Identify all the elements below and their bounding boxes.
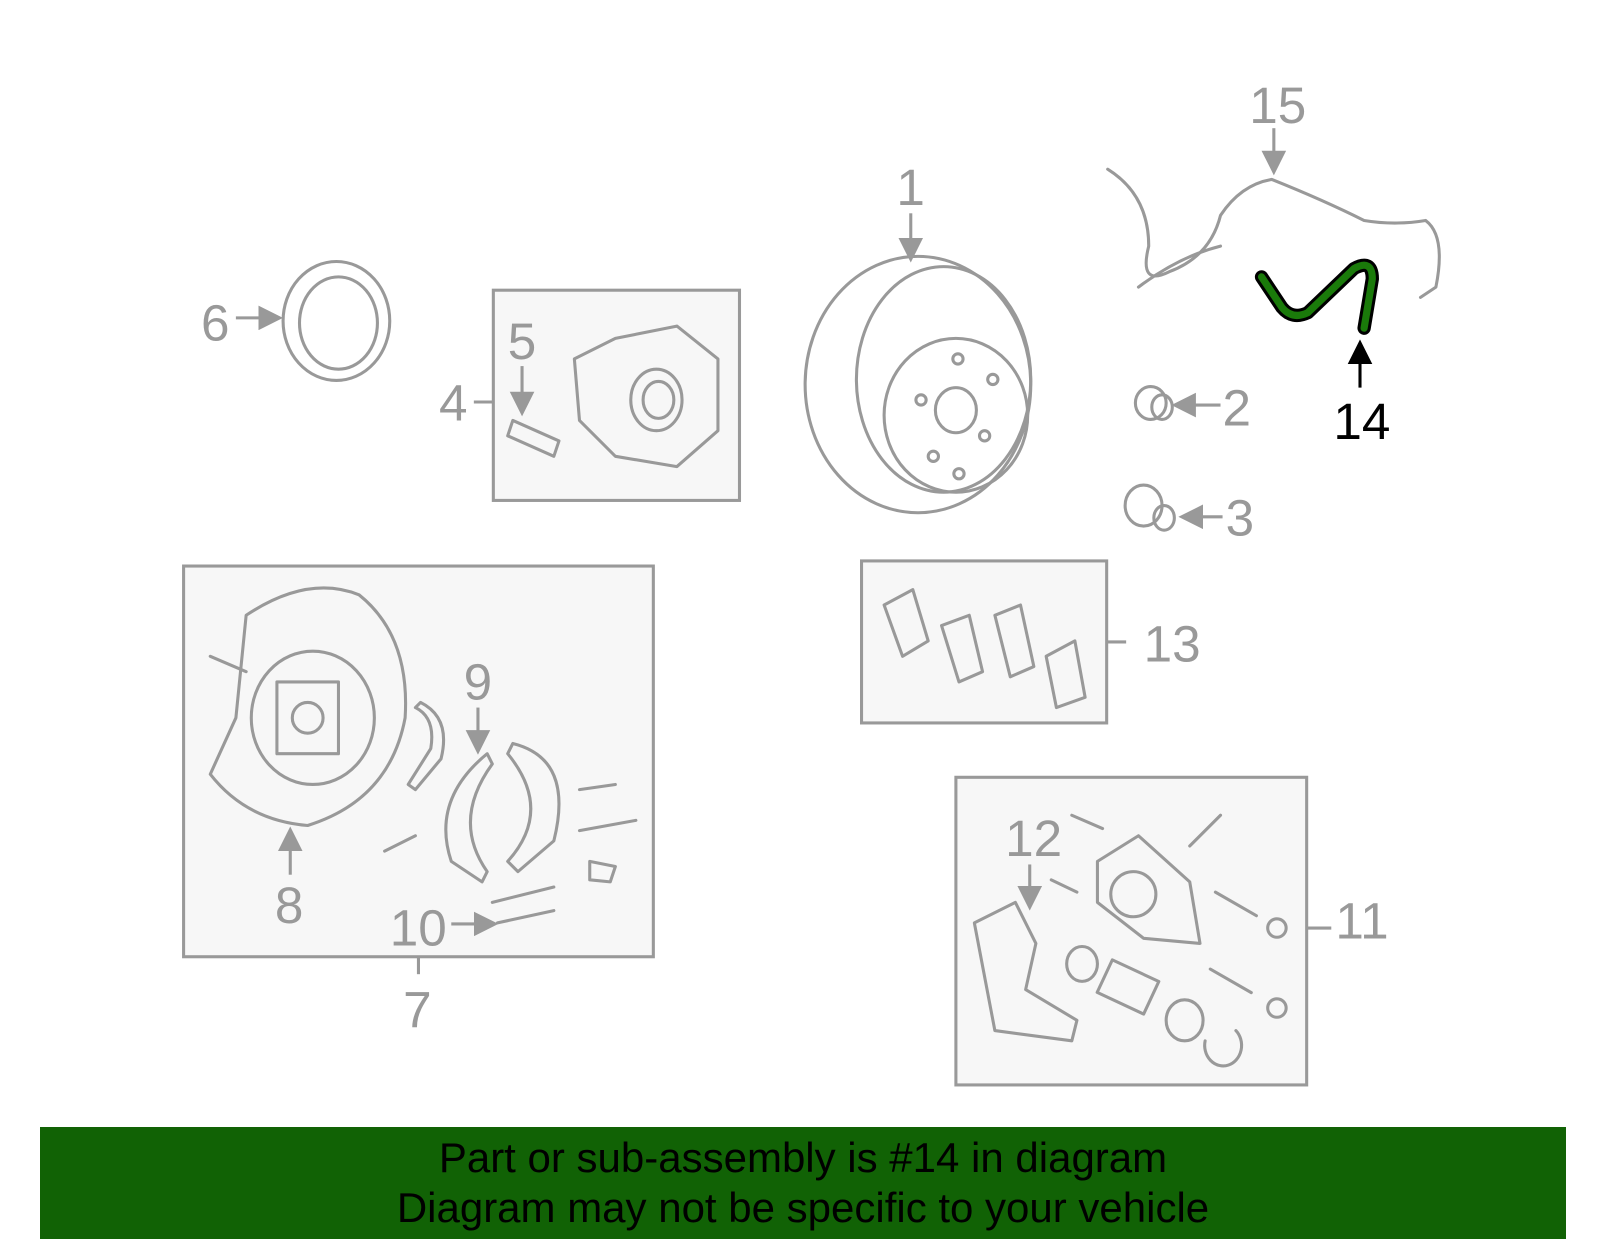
callout-11: 11 bbox=[1335, 892, 1388, 949]
callout-6: 6 bbox=[201, 294, 230, 351]
callout-10: 10 bbox=[390, 899, 447, 956]
backing-plate[interactable] bbox=[208, 586, 408, 828]
callout-12: 12 bbox=[1005, 810, 1062, 867]
parking-brake-shoes[interactable] bbox=[383, 700, 638, 925]
brake-rotor[interactable] bbox=[803, 254, 1033, 515]
callout-2: 2 bbox=[1223, 380, 1252, 437]
pad-kit-box bbox=[859, 559, 1109, 725]
part-info-banner: Part or sub-assembly is #14 in diagram D… bbox=[40, 1127, 1566, 1239]
callout-1: 1 bbox=[896, 159, 925, 216]
hub-nut-cap[interactable] bbox=[1133, 385, 1174, 421]
callout-14[interactable]: 14 bbox=[1333, 393, 1390, 450]
banner-line-disclaimer: Diagram may not be specific to your vehi… bbox=[396, 1184, 1210, 1231]
callout-15: 15 bbox=[1249, 77, 1306, 134]
callout-13: 13 bbox=[1144, 615, 1201, 672]
backing-plate-box bbox=[182, 564, 655, 959]
banner-line-part: Part or sub-assembly is #14 in diagram bbox=[438, 1134, 1168, 1181]
parking-brake-drum-ring[interactable] bbox=[281, 259, 392, 382]
callout-7: 7 bbox=[403, 982, 432, 1039]
axle-nut[interactable] bbox=[1123, 483, 1176, 532]
hub-assembly-box bbox=[491, 288, 742, 502]
callout-8: 8 bbox=[275, 877, 304, 934]
brake-hose-highlighted[interactable] bbox=[1254, 258, 1379, 335]
leader-lines bbox=[235, 128, 1373, 975]
callout-9: 9 bbox=[464, 653, 493, 710]
callout-5: 5 bbox=[508, 313, 537, 370]
brake-pads[interactable] bbox=[882, 588, 1087, 710]
callout-4: 4 bbox=[439, 374, 468, 431]
abs-sensor-harness[interactable] bbox=[1106, 167, 1441, 299]
hub-bearing[interactable] bbox=[506, 324, 720, 469]
callout-3: 3 bbox=[1226, 489, 1255, 546]
